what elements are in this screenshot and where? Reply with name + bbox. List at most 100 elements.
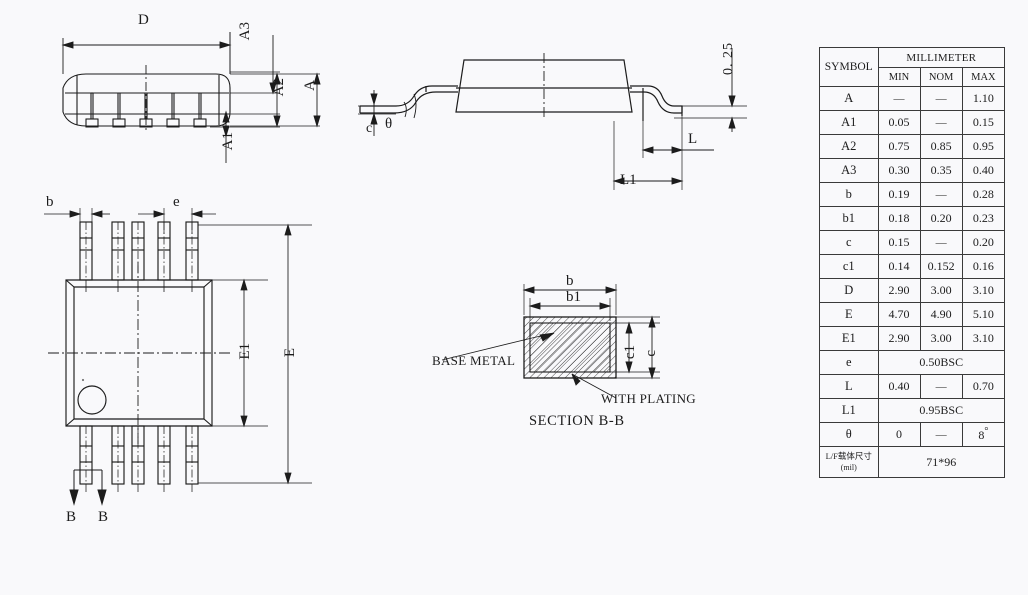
cell-min: 0.30 [877,158,921,183]
dim-label-standoff-025: 0. 25 [721,42,736,75]
dim-label-A: A [302,80,318,91]
cell-symbol: A3 [819,158,879,183]
cell-min: 4.70 [877,302,921,327]
cell-symbol: θ [819,422,879,447]
cell-max: 0.28 [961,182,1006,207]
cell-symbol: L/F载体尺寸(mil) [819,446,879,478]
cell-min: 0.18 [877,206,921,231]
cell-symbol: e [819,350,879,375]
top-plan-view [44,208,312,506]
table-row: c0.15 0.20 [819,230,1006,255]
dim-label-c-side: c [366,121,373,136]
dim-label-A2: A2 [271,78,287,97]
cell-symbol: c [819,230,879,255]
dim-label-b-top: b [46,194,54,210]
cell-min: 0.15 [877,230,921,255]
cell-nom: 3.00 [919,278,963,303]
cell-span-value: 0.50BSC [877,350,1006,375]
cell-symbol: D [819,278,879,303]
cell-max: 1.10 [961,86,1006,111]
cell-nom: 4.90 [919,302,963,327]
cell-nom: 0.20 [919,206,963,231]
cell-symbol: A [819,86,879,111]
cell-max: 0.20 [961,230,1006,255]
dim-label-b-section: b [566,273,574,289]
callout-with-plating: WITH PLATING [601,391,696,406]
cell-nom: 0.152 [919,254,963,279]
cell-nom: 0.35 [919,158,963,183]
cell-max: 0.15 [961,110,1006,135]
cell-max: 3.10 [961,326,1006,351]
table-row: θ0 8° [819,422,1006,447]
cell-symbol: A1 [819,110,879,135]
dim-label-L1: L1 [620,172,637,188]
cell-max: 3.10 [961,278,1006,303]
dim-label-theta: θ [385,116,393,132]
table-row: b0.19 0.28 [819,182,1006,207]
section-arrow-label-right: B [98,509,109,525]
table-row: A10.05 0.15 [819,110,1006,135]
dim-label-A1: A1 [220,132,236,151]
cell-span-value: 0.95BSC [877,398,1006,423]
dim-label-A3: A3 [237,22,253,41]
section-arrow-label-left: B [66,509,77,525]
dim-label-c1-section: c1 [622,345,638,360]
cell-symbol: b1 [819,206,879,231]
cell-nom [919,230,963,255]
dim-label-e: e [173,194,180,210]
section-b-b-title: SECTION B-B [529,413,625,429]
cell-symbol: A2 [819,134,879,159]
cell-nom [919,86,963,111]
callout-base-metal: BASE METAL [432,353,516,368]
cell-min: 0.05 [877,110,921,135]
dim-label-E1: E1 [237,343,253,360]
dim-label-D: D [138,12,149,28]
cell-nom [919,374,963,399]
cell-nom [919,110,963,135]
table-row: L/F载体尺寸(mil)71*96 [819,446,1006,478]
cell-nom [919,422,963,447]
dim-label-b1-section: b1 [566,289,581,305]
cell-max: 0.70 [961,374,1006,399]
header-symbol: SYMBOL [819,47,879,87]
cell-min: 0.40 [877,374,921,399]
cell-min: 2.90 [877,278,921,303]
cell-span-value: 71*96 [877,446,1006,478]
cell-max: 0.40 [961,158,1006,183]
dim-label-c-section: c [643,350,659,357]
cell-nom [919,182,963,207]
cell-symbol: L [819,374,879,399]
cell-min: 2.90 [877,326,921,351]
cell-min [877,86,921,111]
cell-symbol: L1 [819,398,879,423]
cell-min: 0.19 [877,182,921,207]
table-row: L0.40 0.70 [819,374,1006,399]
cell-max: 5.10 [961,302,1006,327]
dim-label-L: L [688,131,698,147]
header-nom: NOM [919,67,963,87]
section-b-b-detail [441,284,660,399]
cell-max: 8° [961,422,1006,447]
side-elevation-view [358,48,747,190]
front-elevation-view [61,32,321,163]
header-max: MAX [961,67,1006,87]
cell-min: 0.14 [877,254,921,279]
cell-max: 0.16 [961,254,1006,279]
cell-max: 0.95 [961,134,1006,159]
table-row: A 1.10 [819,86,1006,111]
cell-symbol: E [819,302,879,327]
cell-symbol: c1 [819,254,879,279]
table-header-row: SYMBOL MILLIMETER [819,47,1006,87]
cell-symbol: b [819,182,879,207]
cell-min: 0 [877,422,921,447]
cell-nom: 3.00 [919,326,963,351]
